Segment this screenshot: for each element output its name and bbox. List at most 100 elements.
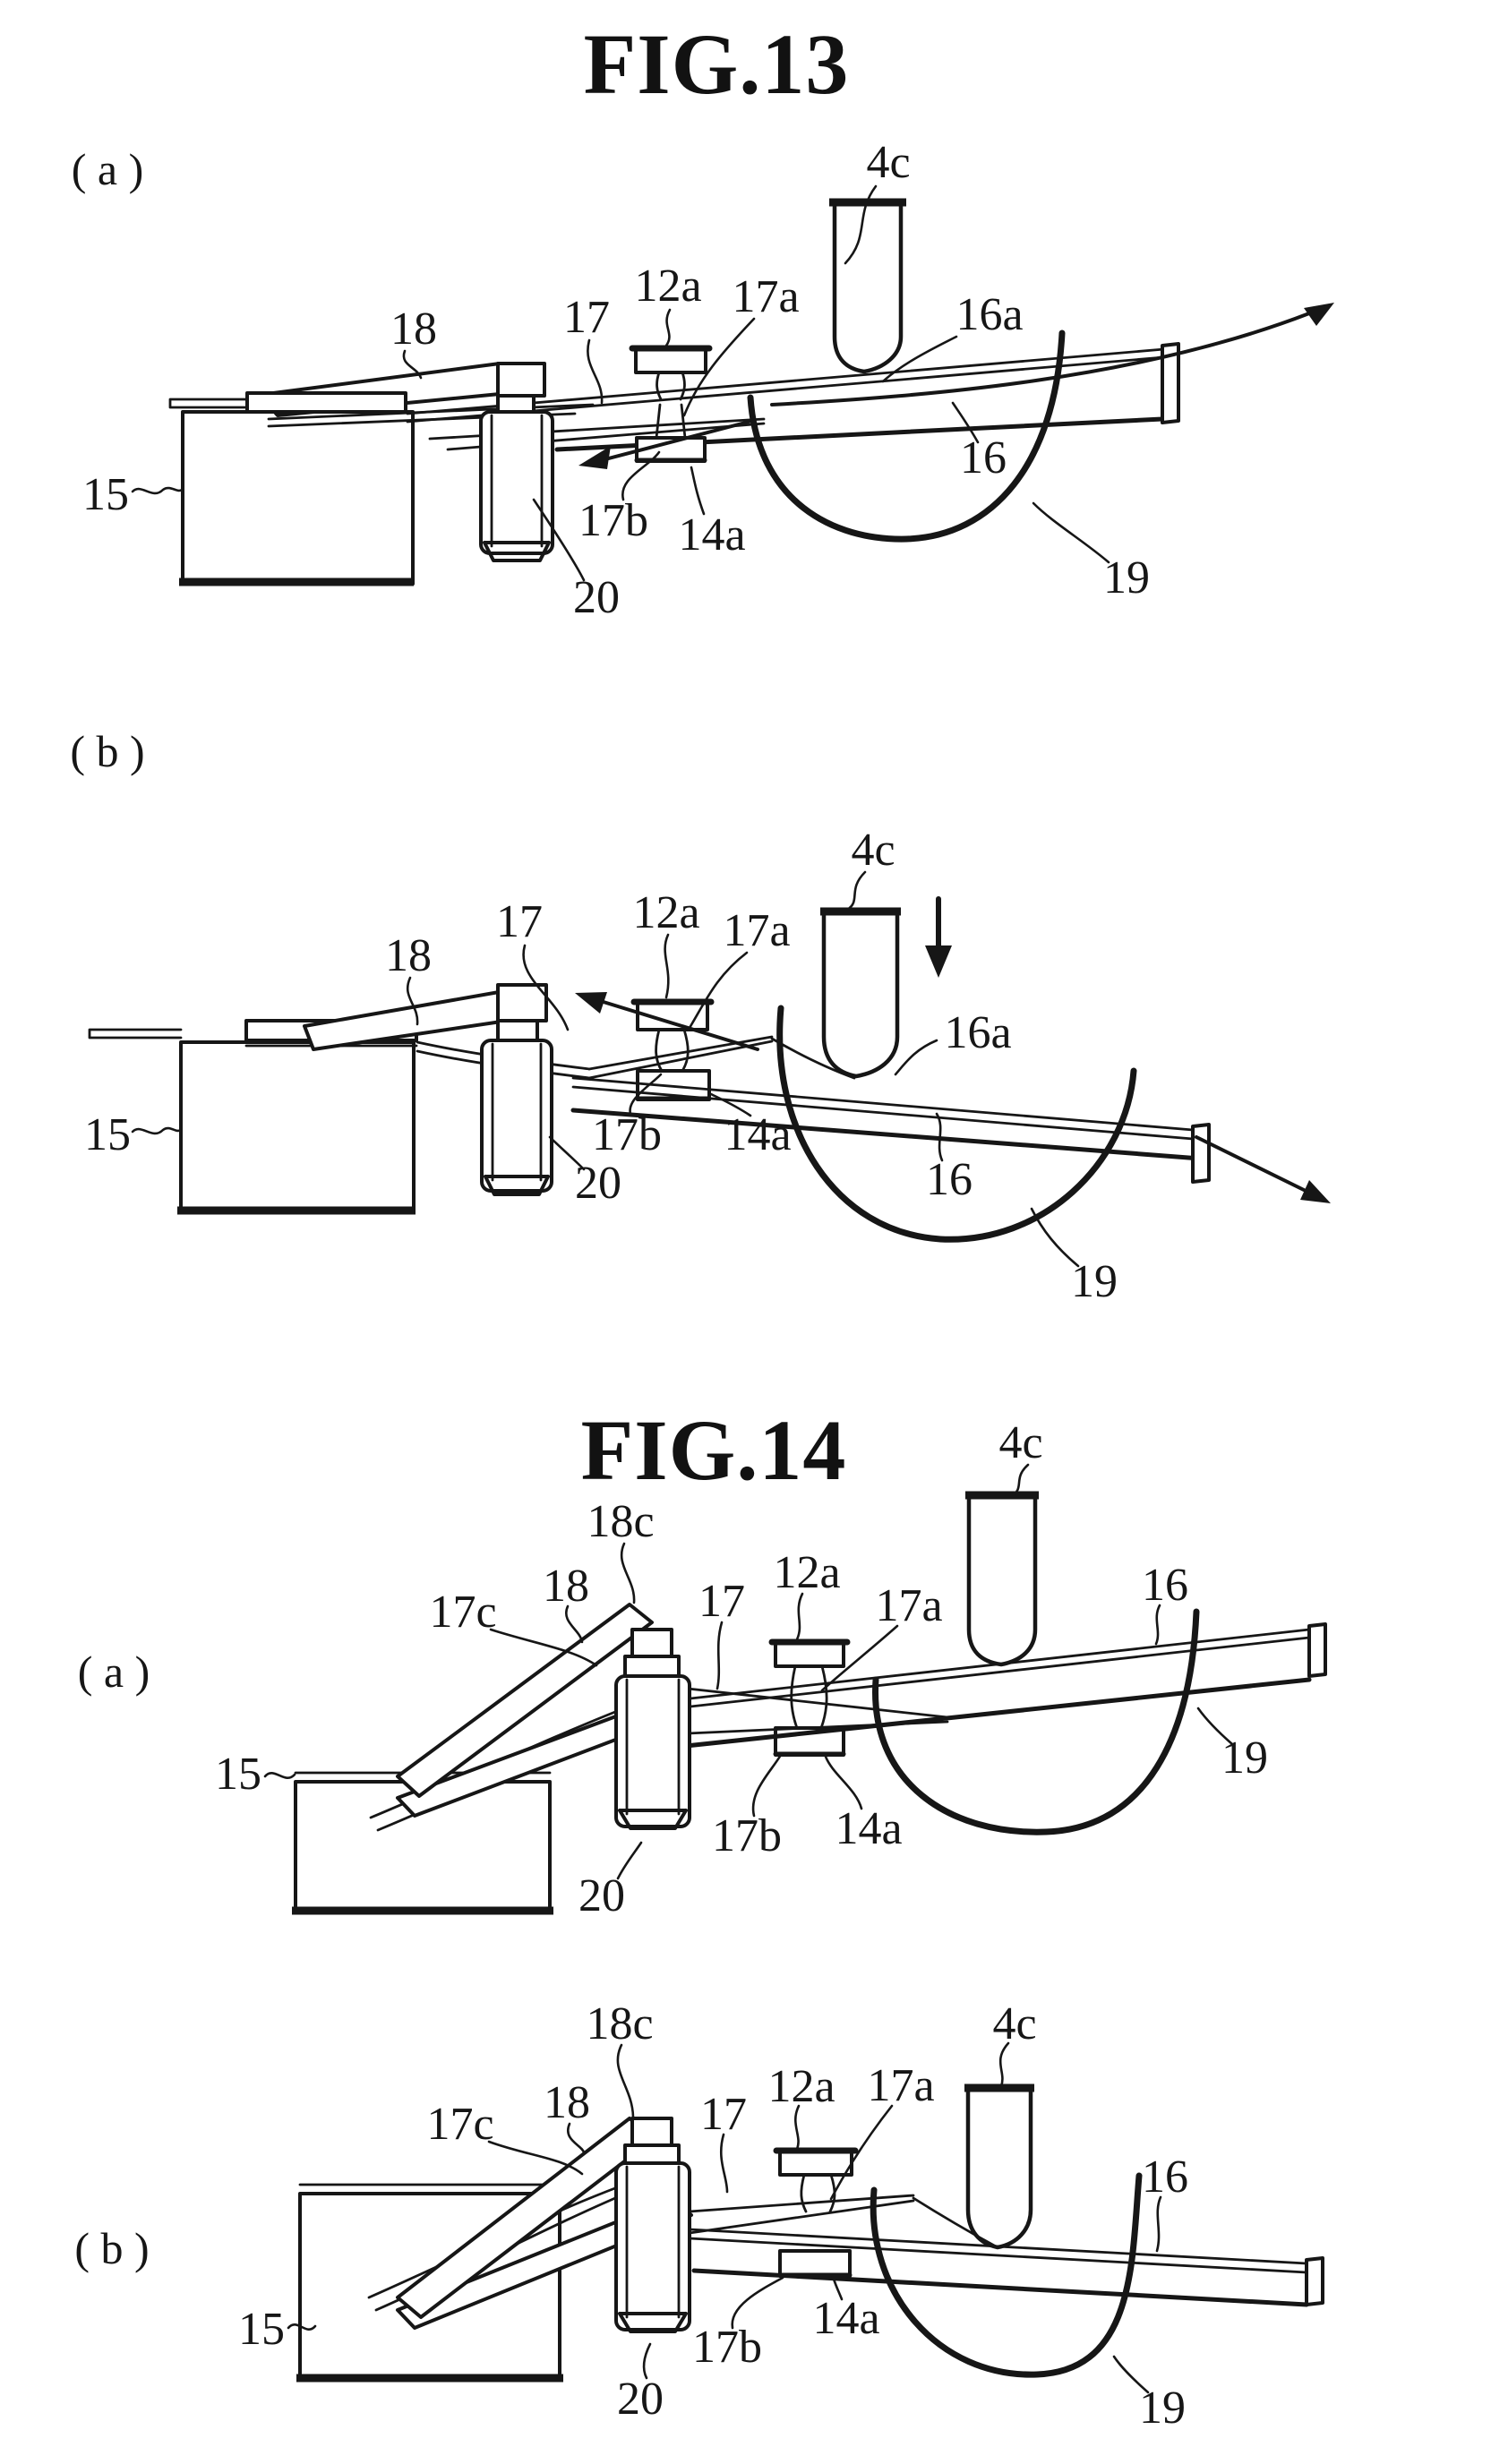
spool-ledge-lines <box>168 398 249 409</box>
fig14-panel-b: ( b ) <box>74 1998 1324 2434</box>
wire-exit-arrow-head <box>1304 303 1334 326</box>
leader-12a <box>794 2104 801 2151</box>
leader-17a <box>682 317 756 417</box>
leader-15 <box>263 1772 296 1779</box>
leader-17b <box>621 450 661 501</box>
clamp-post-17b <box>655 403 687 440</box>
leader-20 <box>548 1135 586 1171</box>
leader-14a <box>831 2274 844 2301</box>
leader-17b <box>751 1753 783 1818</box>
transducer-20-body <box>479 410 554 555</box>
label-18c: 18c <box>586 1998 653 2049</box>
label-19: 19 <box>1139 2383 1186 2434</box>
leader-17a <box>820 1624 899 1692</box>
label-18: 18 <box>390 304 437 355</box>
transducer-neck <box>623 2143 681 2165</box>
wire-16a-to-tip <box>912 2196 998 2248</box>
label-16: 16 <box>926 1154 973 1205</box>
wire-clamp-12a-plate <box>778 2148 853 2177</box>
leader-17c <box>487 2140 584 2176</box>
label-4c: 4c <box>851 825 895 876</box>
label-15: 15 <box>215 1749 261 1800</box>
transducer-neck <box>623 1655 681 1678</box>
leader-19 <box>1196 1707 1234 1746</box>
tape-16-front-edge <box>570 1108 1203 1161</box>
tape-16-end-face <box>1161 342 1180 424</box>
label-14a: 14a <box>812 2293 879 2344</box>
leader-14a <box>690 466 706 516</box>
label-15: 15 <box>238 2304 285 2355</box>
clamp-post-17b <box>790 1664 828 1730</box>
label-14a: 14a <box>835 1803 902 1854</box>
spool-box-15 <box>179 1040 416 1214</box>
leader-17b <box>629 1073 663 1116</box>
leader-18 <box>406 976 419 1026</box>
loop-arc-19 <box>870 2172 1143 2378</box>
label-17: 17 <box>700 2089 747 2140</box>
leader-17 <box>719 2133 729 2194</box>
fig13b-tag: ( b ) <box>70 726 144 776</box>
tape-exit-arrow-shaft <box>1195 1135 1307 1193</box>
tape-16-end-face <box>1305 2256 1324 2306</box>
leader-15 <box>287 2323 317 2331</box>
label-16: 16 <box>1142 1560 1188 1611</box>
leader-18 <box>402 349 423 380</box>
label-15: 15 <box>84 1109 131 1160</box>
label-4c: 4c <box>866 137 910 188</box>
clamp-retract-arrow-head <box>575 992 607 1014</box>
leader-15 <box>131 486 184 495</box>
leader-15 <box>131 1126 183 1135</box>
label-18: 18 <box>543 1561 589 1612</box>
leader-16 <box>935 1112 944 1162</box>
clamp-retract-arrow-shaft <box>600 419 754 462</box>
loop-arc-19 <box>872 1608 1200 1835</box>
capillary-4c <box>965 2089 1033 2250</box>
label-17a: 17a <box>867 2060 934 2111</box>
transducer-20-facets <box>490 414 544 548</box>
tape-16-top-edges <box>571 1076 1195 1141</box>
leader-20 <box>616 1841 643 1880</box>
spool-ledge-lines <box>88 1028 183 1040</box>
leader-17 <box>716 1621 724 1690</box>
leader-19 <box>1032 501 1110 564</box>
label-20: 20 <box>573 572 620 623</box>
fig13: FIG.13 ( a ) <box>70 16 1334 1307</box>
transducer-20-tip <box>618 1809 688 1830</box>
leader-18c <box>620 1542 636 1604</box>
transducer-20-facets <box>625 2165 681 2319</box>
leader-17 <box>522 944 570 1031</box>
clamp-post-17b <box>800 2173 836 2213</box>
fig14-title: FIG.14 <box>581 1402 847 1498</box>
clamp-post-upper <box>655 1028 690 1073</box>
transducer-cap <box>630 1628 673 1658</box>
clamp-pad <box>245 391 407 414</box>
leader-12a <box>664 308 672 347</box>
fig14-panel-a: ( a ) <box>78 1417 1327 1921</box>
fig14b-tag: ( b ) <box>74 2223 149 2273</box>
leader-17 <box>587 338 604 405</box>
clamp-jaw-wedge <box>587 1035 774 1080</box>
leader-14a <box>709 1092 752 1117</box>
leader-19 <box>1030 1207 1080 1268</box>
leader-16a <box>894 1039 938 1076</box>
leader-12a <box>795 1592 804 1641</box>
capillary-4c <box>821 912 900 1079</box>
clamp-retract-arrow-head <box>578 446 611 469</box>
label-17c: 17c <box>426 2099 493 2150</box>
fig14: FIG.14 ( a ) <box>74 1402 1327 2434</box>
leader-4c <box>845 870 867 911</box>
label-16: 16 <box>1142 2152 1188 2203</box>
fig13-panel-b: ( b ) <box>70 726 1331 1307</box>
label-19: 19 <box>1221 1732 1268 1784</box>
label-19: 19 <box>1071 1256 1118 1307</box>
leader-16 <box>1154 1604 1161 1646</box>
capillary-4c <box>966 1496 1038 1667</box>
leader-16 <box>1155 2195 1162 2253</box>
clamp-jaw-wedge <box>686 1687 949 1735</box>
label-15: 15 <box>82 469 129 520</box>
fig13-panel-a: ( a ) <box>72 137 1334 623</box>
leader-20 <box>642 2342 652 2380</box>
leader-17c <box>489 1628 598 1667</box>
